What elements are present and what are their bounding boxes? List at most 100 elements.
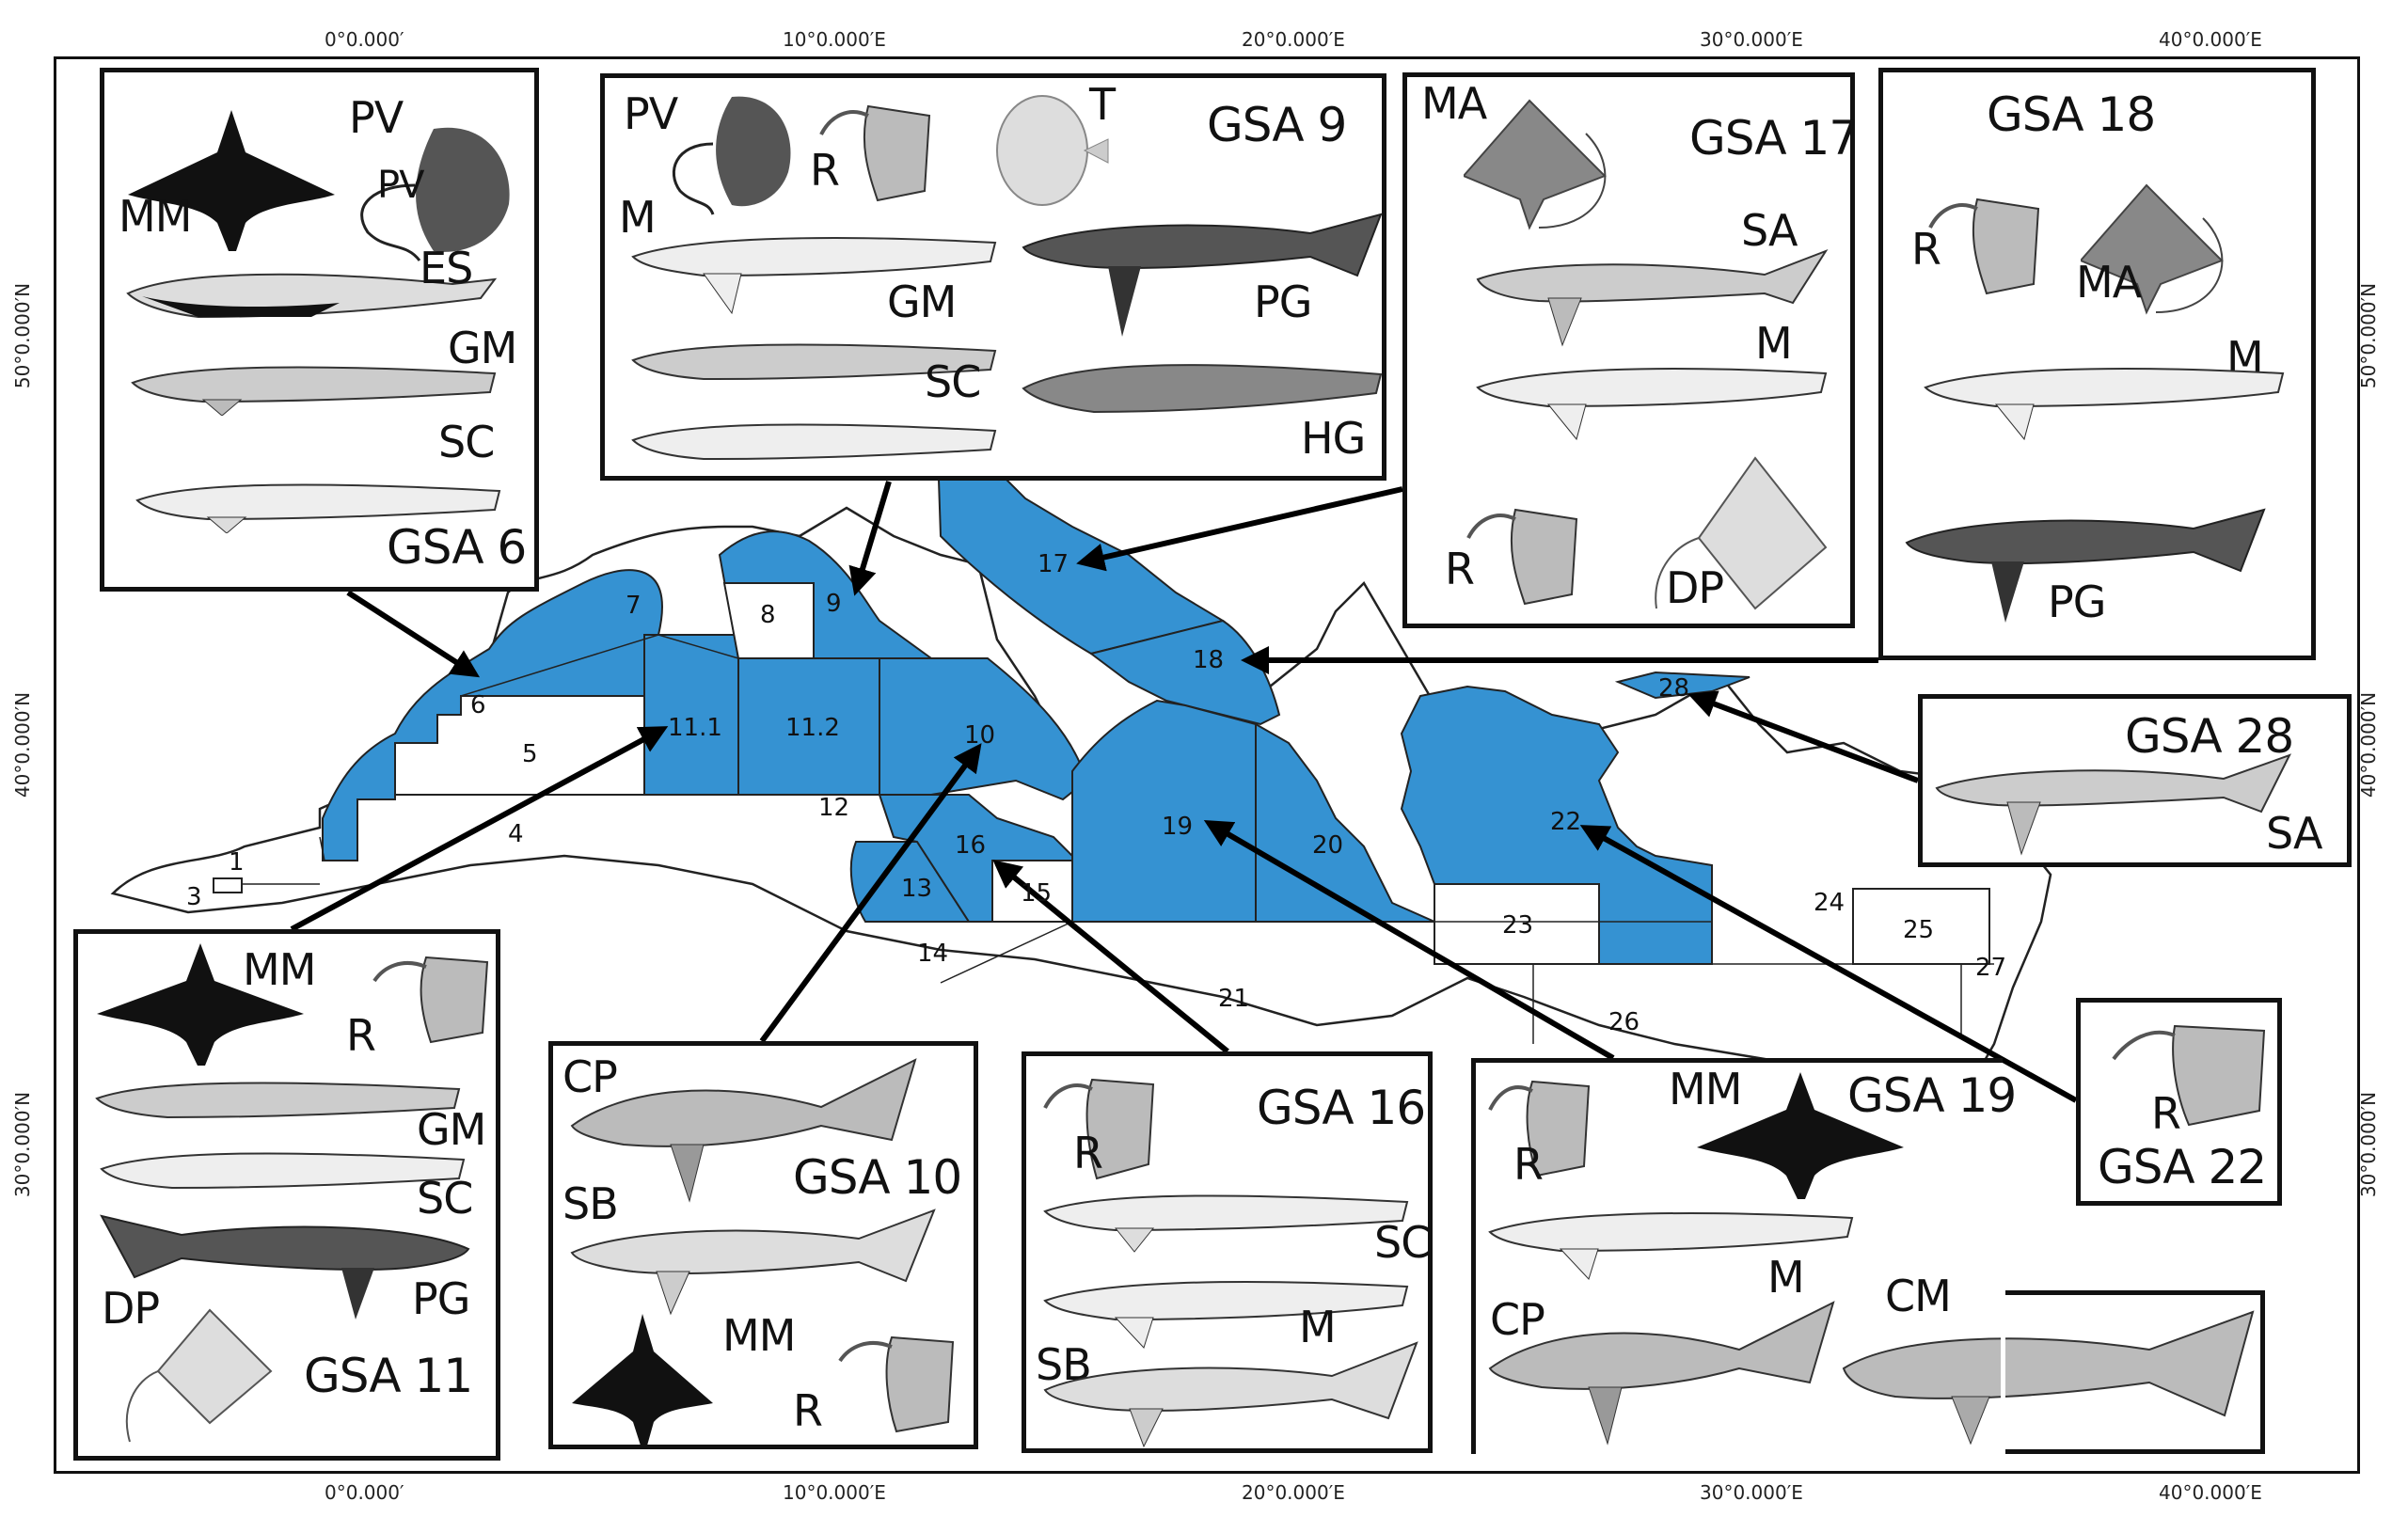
panel-gsa-6: PV PV MM ES GM SC GSA 6 [100, 68, 539, 592]
gsa-number-labels: 1 3 4 5 6 7 8 9 10 11.1 11.2 12 13 14 15… [186, 550, 2006, 1036]
panel-gsa-16: R GSA 16 SC M SB [1022, 1051, 1433, 1453]
map-frame [54, 56, 2360, 1474]
panel-gsa-11: MM R GM SC PG DP GSA 11 [73, 929, 500, 1461]
gsa-label: 8 [760, 601, 776, 629]
shark-icon [1022, 364, 1383, 414]
species-code: R [2151, 1088, 2181, 1139]
shark-icon [1476, 368, 1828, 441]
species-code: MM [243, 944, 316, 995]
gsa-label: 6 [470, 691, 486, 719]
species-code: MA [2076, 257, 2142, 308]
gsa-label: 22 [1550, 808, 1581, 836]
manta-ray-icon [1697, 1072, 1904, 1199]
species-code: GM [887, 277, 957, 327]
species-code: R [810, 145, 840, 196]
species-code: PG [412, 1273, 470, 1324]
panel-gsa-22: R GSA 22 [2076, 998, 2282, 1206]
gsa-22-area [1400, 685, 1713, 965]
species-code: CP [562, 1051, 618, 1102]
species-code: CP [1490, 1294, 1545, 1345]
gsa-label: 13 [901, 875, 932, 903]
species-code: CM [1885, 1271, 1952, 1321]
gsa-label: 26 [1608, 1008, 1640, 1036]
species-code: PV [377, 164, 424, 207]
panel-title: GSA 18 [1987, 87, 2156, 142]
species-code: MM [722, 1310, 796, 1361]
species-code: ES [420, 243, 473, 293]
gsa-label: 5 [522, 740, 538, 768]
manta-ray-icon [572, 1314, 713, 1446]
shark-icon [1043, 1194, 1409, 1253]
lon-label-bottom: 20°0.000′E [1242, 1481, 1345, 1504]
gsa-28-area [1614, 671, 1751, 700]
basking-shark-icon [1842, 1310, 2255, 1446]
panel-title: GSA 11 [304, 1349, 473, 1403]
species-code: SC [438, 417, 495, 467]
lon-label-bottom: 40°0.000′E [2159, 1481, 2262, 1504]
gsa-8-area [722, 582, 815, 659]
shark-icon [1935, 753, 2292, 856]
species-code: R [793, 1385, 823, 1436]
arrow-gsa10 [759, 743, 982, 1043]
panel-gsa-9: PV R T GSA 9 M GM SC PG HG [600, 73, 1386, 481]
shark-icon [631, 423, 997, 461]
skate-icon [1928, 198, 2040, 295]
arrow-gsa11 [290, 726, 669, 932]
lon-label-top: 40°0.000′E [2159, 28, 2262, 51]
shark-icon [1043, 1281, 1409, 1349]
gsa-1-3-box [213, 877, 243, 893]
shark-icon [131, 366, 497, 416]
panel-title: GSA 28 [2125, 709, 2294, 764]
stingray-icon [125, 1308, 273, 1443]
lon-label-bottom: 0°0.000′ [325, 1481, 404, 1504]
gsa-label: 19 [1162, 813, 1193, 841]
panel-title: GSA 6 [387, 520, 527, 575]
gsa-label: 7 [626, 592, 642, 620]
shark-icon [631, 237, 997, 315]
gsa-label: 11.1 [668, 714, 722, 742]
skate-icon [819, 104, 931, 202]
eagle-ray-icon [1464, 99, 1607, 230]
panel-gsa-17: MA GSA 17 SA M R DP [1402, 72, 1859, 628]
shark-icon [126, 273, 498, 319]
gsa-13-area [849, 841, 971, 923]
lon-label-bottom: 30°0.000′E [1700, 1481, 1803, 1504]
species-code: M [1299, 1302, 1337, 1352]
lon-label-top: 0°0.000′ [325, 28, 404, 51]
species-code: M [1767, 1252, 1805, 1303]
gsa-label: 9 [826, 590, 842, 618]
shark-icon [135, 483, 501, 533]
species-code: R [1445, 544, 1475, 594]
eagle-ray-icon [2081, 183, 2224, 315]
unassessed-gsa-boxes [213, 582, 1990, 965]
lon-label-bottom: 10°0.000′E [783, 1481, 886, 1504]
gsa-19-area [1071, 699, 1257, 923]
panel-title: GSA 9 [1207, 98, 1347, 152]
gsa-6-area [322, 569, 663, 861]
shark-icon [1924, 368, 2285, 441]
skate-icon [2112, 1024, 2266, 1127]
species-code: PG [1254, 277, 1312, 327]
arrow-gsa19 [1203, 819, 1615, 1061]
arrow-gsa17 [1076, 486, 1403, 572]
gsa-label: 18 [1193, 646, 1224, 674]
species-code: SC [1374, 1217, 1431, 1268]
gsa-label: 4 [508, 820, 524, 848]
species-code: R [1911, 224, 1941, 275]
gsa-label: 28 [1658, 674, 1689, 703]
lon-label-top: 10°0.000′E [783, 28, 886, 51]
species-code: GM [417, 1104, 486, 1155]
shark-icon [100, 1152, 466, 1190]
panel-title: GSA 19 [1847, 1068, 2017, 1123]
species-code: R [346, 1010, 376, 1061]
shark-icon [570, 1209, 936, 1316]
species-code: SC [417, 1173, 473, 1224]
manta-ray-icon [128, 110, 335, 251]
skate-icon [838, 1335, 955, 1433]
stingray-icon [360, 127, 510, 261]
stingray-icon [672, 96, 791, 215]
lon-label-top: 30°0.000′E [1700, 28, 1803, 51]
panel-arrows [290, 481, 2078, 1103]
gsa-label: 20 [1312, 831, 1343, 860]
